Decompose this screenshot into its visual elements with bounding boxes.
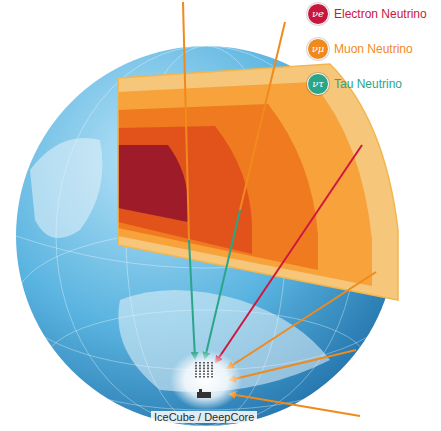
detector-label: IceCube / DeepCore [151, 411, 257, 423]
legend-text: Tau Neutrino [334, 77, 402, 91]
legend-text: Muon Neutrino [334, 42, 413, 56]
legend-text: Electron Neutrino [334, 7, 427, 21]
neutrino-symbol: νe [312, 9, 324, 19]
legend-swatch: νμ [307, 38, 329, 60]
legend-swatch: ντ [307, 73, 329, 95]
detector-strings [196, 362, 212, 378]
detector-glow [170, 350, 242, 410]
legend-swatch: νe [307, 3, 329, 25]
neutrino-symbol: ντ [312, 79, 324, 89]
earth-cutaway [118, 64, 398, 300]
neutrino-symbol: νμ [312, 44, 325, 54]
detector-building [197, 389, 211, 398]
